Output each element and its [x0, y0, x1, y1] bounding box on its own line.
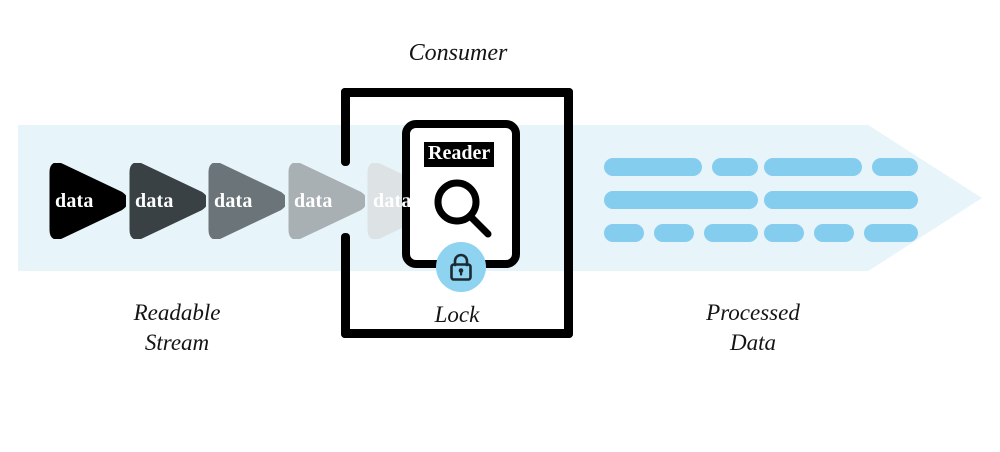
padlock-icon: [450, 253, 472, 281]
data-chip-triangle: [129, 163, 206, 239]
lock-badge: [436, 242, 486, 292]
data-chip-label: data: [55, 190, 94, 212]
data-chip: data: [207, 163, 285, 239]
consumer-bracket: [341, 88, 573, 338]
lock-caption: Lock: [434, 302, 480, 327]
processed-data-bar: [604, 224, 644, 242]
data-chip: data: [287, 163, 365, 239]
bracket-right-edge: [564, 88, 573, 338]
reader-tag-label: Reader: [424, 142, 495, 167]
bracket-left-edge-upper: [341, 88, 350, 166]
data-chip-label: data: [294, 190, 333, 212]
magnifying-glass-icon: [432, 178, 494, 240]
processed-data-bar: [814, 224, 854, 242]
data-chip-triangle: [208, 163, 285, 239]
processed-data-bar: [604, 191, 758, 209]
data-chip-triangle: [288, 163, 365, 239]
data-chip-label: data: [373, 190, 412, 212]
caption-line-1: Readable: [133, 300, 221, 325]
data-chip-label: data: [135, 190, 174, 212]
processed-data-bar: [604, 158, 702, 176]
processed-data-bar: [764, 158, 862, 176]
data-chip: data: [48, 163, 126, 239]
readable-stream-caption: Readable Stream: [87, 298, 267, 359]
processed-data-bar: [764, 224, 804, 242]
processed-data-bar: [712, 158, 758, 176]
caption-line-2: Stream: [144, 330, 210, 356]
caption-line-2: Data: [730, 330, 776, 356]
processed-data-bar: [764, 191, 918, 209]
processed-data-bar: [864, 224, 918, 242]
data-chip-triangle: [49, 163, 126, 239]
processed-data-bar: [872, 158, 918, 176]
consumer-title: Consumer: [408, 40, 508, 66]
data-chip: data: [128, 163, 206, 239]
data-chip-label: data: [214, 190, 253, 212]
processed-data-bar: [704, 224, 758, 242]
bracket-top-edge: [341, 88, 573, 97]
processed-data-bar: [654, 224, 694, 242]
processed-data-caption: Processed Data: [663, 298, 843, 359]
caption-line-1: Processed: [706, 300, 800, 325]
bracket-bottom-edge: [341, 329, 573, 338]
processed-block-right: [764, 158, 924, 244]
processed-block-left: [604, 158, 764, 244]
bracket-left-edge-lower: [341, 233, 350, 338]
